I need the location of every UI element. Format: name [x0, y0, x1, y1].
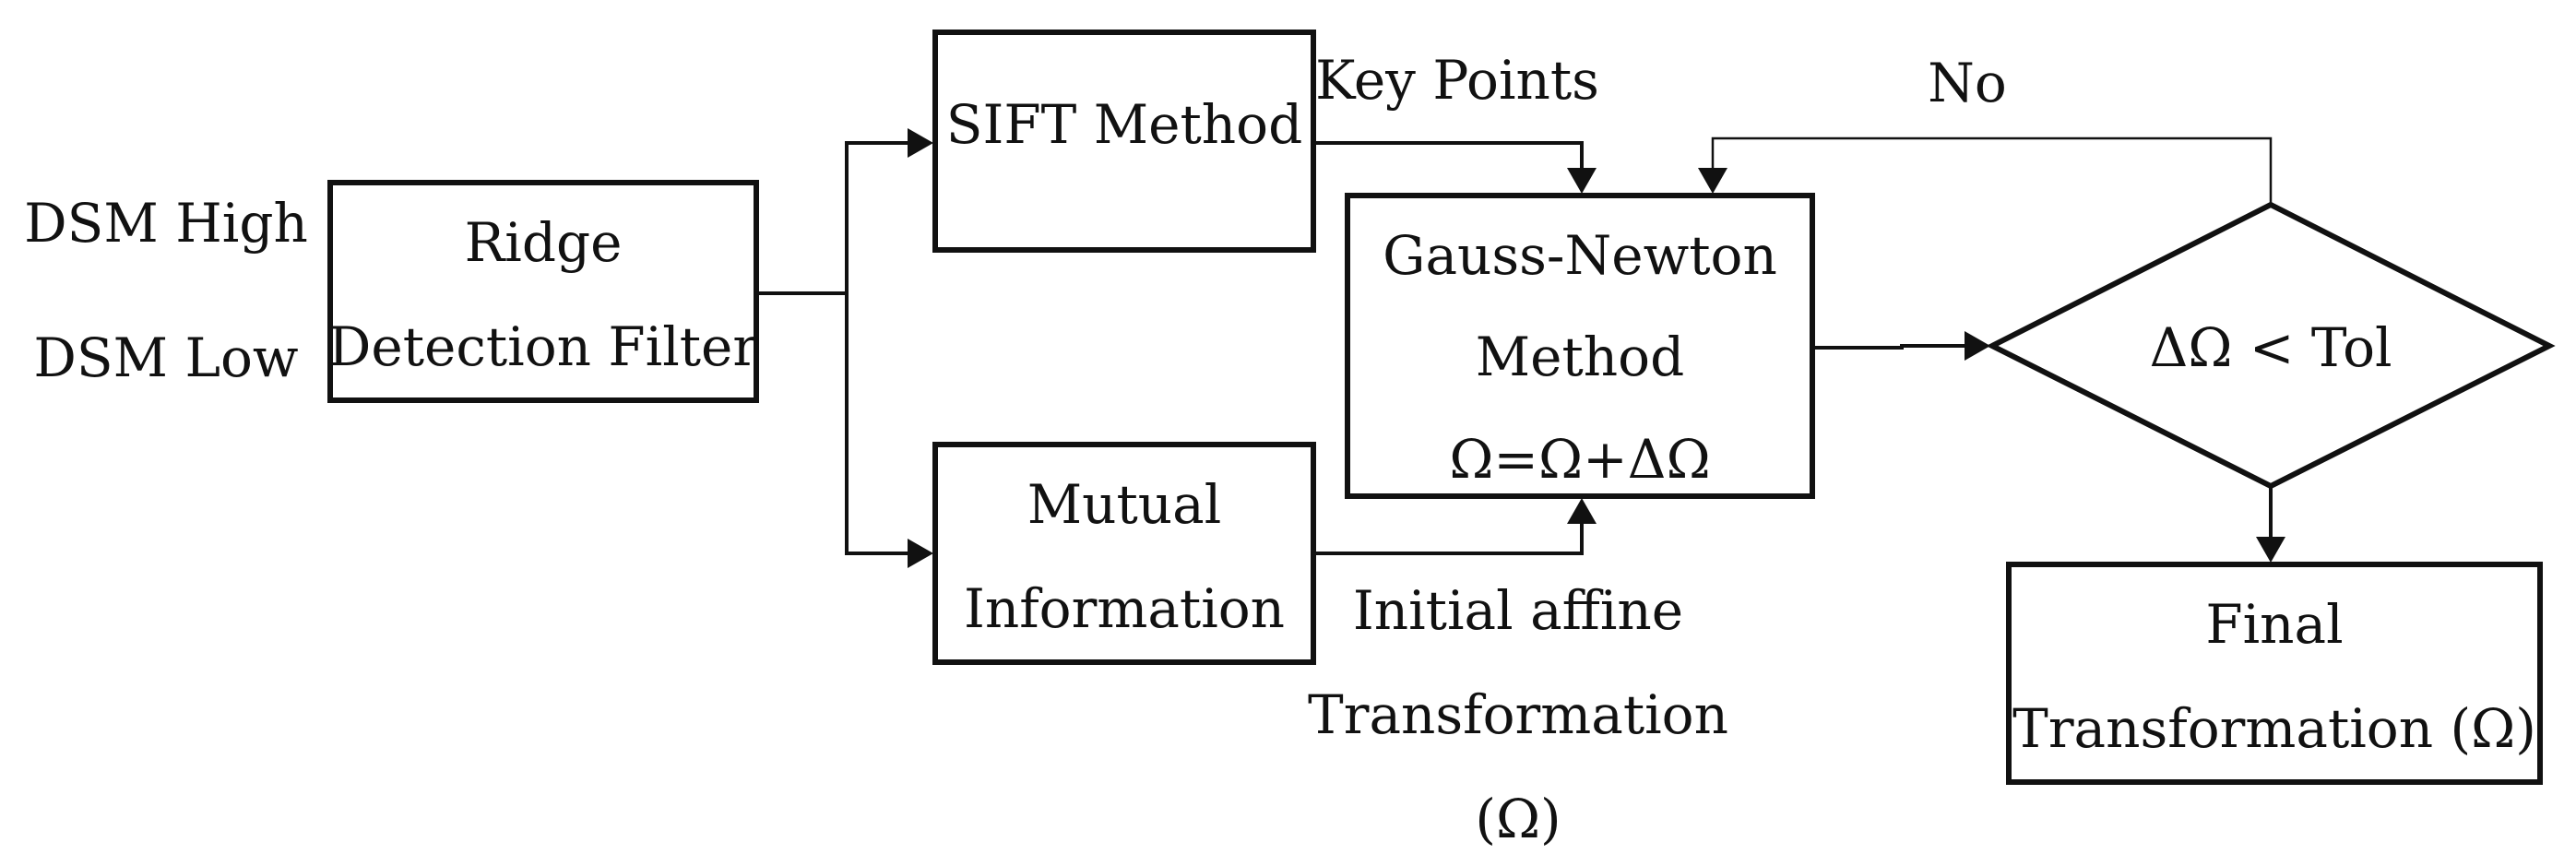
arrowhead-no-loop [1698, 168, 1727, 194]
no-label: No [1928, 52, 2007, 114]
arrowhead-mutual-to-gauss [1567, 498, 1597, 524]
ridge-detection-label-line1: Ridge [465, 211, 623, 274]
arrowhead-decision-to-final [2256, 537, 2285, 563]
arrowhead-to-sift [908, 128, 933, 158]
mutual-information-label-line2: Information [964, 577, 1285, 640]
gauss-newton-label-line3: Ω=Ω+ΔΩ [1449, 428, 1710, 491]
connector-split-to-sift [845, 141, 913, 293]
final-transformation-label-line2: Transformation (Ω) [2012, 697, 2536, 760]
key-points-label: Key Points [1315, 49, 1599, 112]
gauss-newton-label-line2: Method [1476, 326, 1684, 388]
gauss-newton-label-line1: Gauss-Newton [1383, 224, 1777, 287]
initial-affine-label-line1: Initial affine [1353, 579, 1683, 642]
arrowhead-sift-to-gauss [1567, 168, 1597, 194]
arrowhead-gauss-to-decision [1965, 331, 1990, 361]
final-transformation-box [2006, 562, 2543, 785]
connector-gauss-to-decision [1812, 344, 1965, 350]
ridge-detection-box [327, 180, 759, 403]
sift-method-box [932, 30, 1316, 253]
mutual-information-label-line1: Mutual [1027, 473, 1222, 536]
connector-mutual-to-gauss [1313, 521, 1584, 555]
sift-method-label: SIFT Method [946, 93, 1302, 156]
tolerance-decision-diamond [1986, 201, 2556, 490]
connector-sift-to-gauss [1313, 141, 1584, 171]
mutual-information-box [932, 442, 1316, 665]
ridge-detection-label-line2: Detection Filter [328, 315, 758, 378]
tolerance-decision-label: ΔΩ < Tol [2149, 316, 2392, 379]
initial-affine-label-line3: (Ω) [1475, 788, 1561, 850]
input-dsm-low-label: DSM Low [33, 326, 298, 389]
input-dsm-high-label: DSM High [24, 192, 308, 255]
initial-affine-label-line2: Transformation [1308, 683, 1728, 746]
final-transformation-label-line1: Final [2205, 593, 2343, 656]
connector-split-to-mutual [845, 293, 913, 555]
connector-no-loop [1711, 136, 2273, 205]
arrowhead-to-mutual [908, 539, 933, 568]
